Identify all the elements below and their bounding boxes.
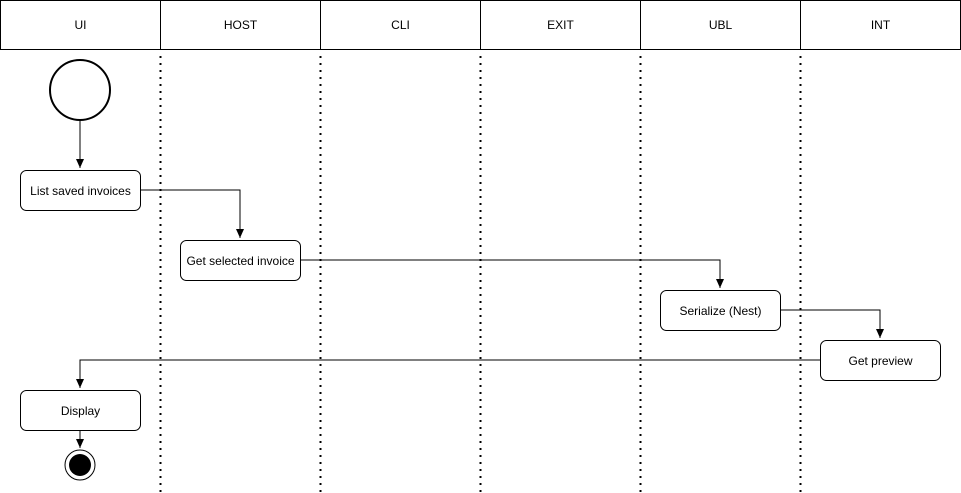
edge-get-selected-to-serialize [300, 259, 724, 288]
lane-header-box [800, 0, 961, 50]
lane-header-box [0, 0, 161, 50]
lane-header-box [640, 0, 801, 50]
lane-label-host: HOST [224, 18, 258, 32]
lane-label-exit: EXIT [547, 18, 574, 32]
lane-header-box [480, 0, 641, 50]
lane-headers: UI HOST CLI EXIT UBL INT [0, 0, 961, 50]
lane-header-box [320, 0, 481, 50]
activity-get-selected-invoice[interactable]: Get selected invoice [180, 240, 301, 281]
activity-label: List saved invoices [30, 184, 131, 198]
start-node [49, 59, 111, 121]
activity-serialize-nest[interactable]: Serialize (Nest) [660, 290, 781, 331]
activity-display[interactable]: Display [20, 390, 141, 431]
activity-box[interactable] [180, 240, 301, 281]
activity-get-preview[interactable]: Get preview [820, 340, 941, 381]
activity-list-saved-invoices[interactable]: List saved invoices [20, 170, 141, 211]
activity-label: Get preview [848, 354, 912, 368]
lane-label-ubl: UBL [709, 18, 733, 32]
activity-label: Get selected invoice [186, 254, 294, 268]
lane-header-ubl: UBL [640, 0, 801, 50]
activity-box[interactable] [660, 290, 781, 331]
activity-box[interactable] [20, 390, 141, 431]
activity-label: Serialize (Nest) [679, 304, 761, 318]
edge-serialize-to-preview [780, 309, 884, 338]
edge-list-to-get-selected [140, 189, 244, 238]
lane-header-box [160, 0, 321, 50]
edges [76, 121, 884, 448]
lane-header-exit: EXIT [480, 0, 641, 50]
lane-header-host: HOST [160, 0, 321, 50]
activity-box[interactable] [820, 340, 941, 381]
lane-label-cli: CLI [391, 18, 410, 32]
lane-label-int: INT [871, 18, 891, 32]
end-node-inner [69, 454, 91, 476]
lane-separators [159, 56, 802, 493]
lane-header-cli: CLI [320, 0, 481, 50]
edge-preview-to-display [76, 359, 820, 388]
activity-label: Display [61, 404, 100, 418]
lane-label-ui: UI [75, 18, 87, 32]
end-node [64, 449, 96, 481]
activity-box[interactable] [20, 170, 141, 211]
lane-header-ui: UI [0, 0, 161, 50]
lane-header-int: INT [800, 0, 961, 50]
